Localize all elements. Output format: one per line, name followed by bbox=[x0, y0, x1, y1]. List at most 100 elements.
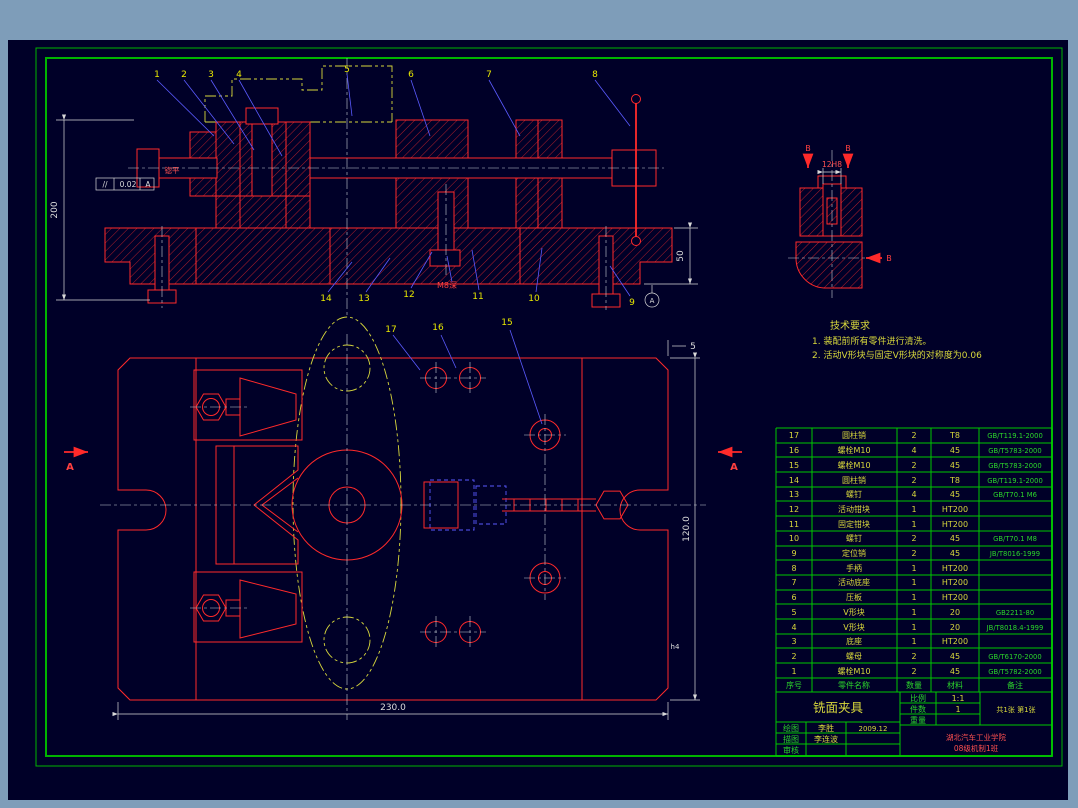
bom-cell: 2 bbox=[911, 652, 916, 661]
callout-number: 14 bbox=[320, 294, 332, 304]
bom-cell: 1 bbox=[911, 520, 916, 529]
callout-number: 7 bbox=[486, 70, 492, 80]
bom-cell: 螺栓M10 bbox=[837, 666, 870, 676]
bom-cell: 20 bbox=[950, 608, 960, 617]
drawn-name: 李胜 bbox=[818, 723, 834, 733]
bom-cell: 45 bbox=[950, 652, 960, 661]
callout-number: 1 bbox=[154, 70, 160, 80]
bom-cell: 10 bbox=[789, 534, 799, 543]
bom-cell: 1 bbox=[911, 637, 916, 646]
bom-cell: 4 bbox=[791, 623, 796, 632]
section-label-right: A bbox=[730, 462, 738, 473]
bom-cell: 1 bbox=[911, 608, 916, 617]
detail-view: 12H8 B B B bbox=[788, 144, 892, 298]
drawn-label: 绘图 bbox=[783, 723, 799, 733]
bom-cell: 1 bbox=[911, 578, 916, 587]
bom-cell: 7 bbox=[791, 578, 796, 587]
callout-number: 5 bbox=[344, 65, 350, 75]
bom-cell: 螺钉 bbox=[846, 489, 862, 499]
bom-cell: 1 bbox=[911, 593, 916, 602]
bom-cell: 固定钳块 bbox=[838, 519, 870, 529]
bom-cell: JB/T8016-1999 bbox=[989, 550, 1040, 558]
bom-cell: 螺钉 bbox=[846, 533, 862, 543]
bom-cell: 45 bbox=[950, 667, 960, 676]
part-name: 铣面夹具 bbox=[813, 700, 864, 715]
callout-number: 6 bbox=[408, 70, 414, 80]
dim-front-height: 200 bbox=[50, 201, 60, 218]
callout-number: 13 bbox=[358, 294, 369, 304]
bom-cell: 1 bbox=[791, 667, 796, 676]
traced-name: 李连波 bbox=[814, 734, 838, 744]
org-name: 湖北汽车工业学院 bbox=[946, 732, 1006, 742]
bom-cell: 定位销 bbox=[842, 548, 866, 558]
checked-label: 审核 bbox=[783, 745, 799, 755]
tech-req-title: 技术要求 bbox=[830, 319, 870, 332]
dim-chamfer: 5 bbox=[690, 342, 696, 352]
tech-req-line: 2. 活动V形块与固定V形块的对称度为0.06 bbox=[812, 349, 982, 361]
tol-symbol: // bbox=[102, 180, 108, 189]
detail-label: B bbox=[886, 254, 892, 263]
bom-cell: 1 bbox=[911, 564, 916, 573]
section-label-left: A bbox=[66, 462, 74, 473]
callout-number: 10 bbox=[528, 294, 540, 304]
callout-number: 12 bbox=[403, 290, 414, 300]
tol-datum: A bbox=[145, 180, 151, 189]
finish-mark: h4 bbox=[671, 643, 680, 651]
bom-cell: GB/T70.1 M6 bbox=[993, 491, 1037, 499]
bom-cell: GB/T5782-2000 bbox=[988, 668, 1041, 676]
bom-cell: T8 bbox=[949, 476, 960, 485]
bom-cell: 活动底座 bbox=[838, 577, 870, 587]
callout-number: 4 bbox=[236, 70, 242, 80]
bom-cell: GB/T6170-2000 bbox=[988, 653, 1041, 661]
bom-cell: 6 bbox=[791, 593, 796, 602]
dim-front-width: 50 bbox=[676, 250, 686, 262]
bom-cell: 螺母 bbox=[846, 651, 862, 661]
bom-cell: 14 bbox=[789, 476, 799, 485]
bom-cell: 11 bbox=[789, 520, 799, 529]
bom-cell: 2 bbox=[911, 431, 916, 440]
tech-req-line: 1. 装配前所有零件进行清洗。 bbox=[812, 335, 931, 347]
bom-cell: V形块 bbox=[843, 622, 864, 632]
dim-plan-width: 230.0 bbox=[380, 703, 406, 713]
plan-view: A A 230.0 120.0 5 h4 17 16 15 bbox=[64, 316, 742, 720]
weight-label: 重量 bbox=[910, 715, 926, 725]
bom-cell: 17 bbox=[789, 431, 799, 440]
bom-cell: 45 bbox=[950, 534, 960, 543]
drawing-frame bbox=[35, 47, 1063, 767]
qty-value: 1 bbox=[955, 705, 960, 714]
bom-cell: 压板 bbox=[846, 592, 862, 602]
bom-header: 材料 bbox=[947, 680, 963, 690]
front-view: 200 50 // 0.02 A 锪平 A 1 2 3 4 5 6 7 8 14 bbox=[50, 58, 698, 316]
thread-callout: M8深 bbox=[437, 281, 457, 290]
bom-cell: 圆柱销 bbox=[842, 475, 866, 485]
bom-cell: GB/T119.1-2000 bbox=[987, 477, 1043, 485]
detail-label: B bbox=[845, 144, 851, 153]
bom-cell: 2 bbox=[911, 534, 916, 543]
bom-cell: HT200 bbox=[942, 578, 968, 587]
bom-cell: 3 bbox=[791, 637, 796, 646]
bom-cell: GB2211-80 bbox=[996, 609, 1034, 617]
callout-number: 16 bbox=[432, 323, 444, 333]
callout-number: 15 bbox=[501, 318, 512, 328]
bom-cell: 1 bbox=[911, 623, 916, 632]
bom-cell: HT200 bbox=[942, 505, 968, 514]
bom-cell: 16 bbox=[789, 446, 799, 455]
callout-number: 9 bbox=[629, 298, 635, 308]
bom-cell: 2 bbox=[911, 549, 916, 558]
bom-header: 零件名称 bbox=[838, 680, 870, 690]
drawn-date: 2009.12 bbox=[859, 725, 888, 733]
bom-cell: HT200 bbox=[942, 637, 968, 646]
tech-requirements: 技术要求 1. 装配前所有零件进行清洗。 2. 活动V形块与固定V形块的对称度为… bbox=[812, 319, 982, 361]
bom-cell: 2 bbox=[911, 476, 916, 485]
callout-number: 8 bbox=[592, 70, 598, 80]
bom-cell: HT200 bbox=[942, 520, 968, 529]
bom-header: 备注 bbox=[1007, 680, 1023, 690]
callout-number: 2 bbox=[181, 70, 187, 80]
bom-cell: 45 bbox=[950, 461, 960, 470]
bom-cell: 15 bbox=[789, 461, 799, 470]
callout-number: 17 bbox=[385, 325, 396, 335]
bom-cell: HT200 bbox=[942, 564, 968, 573]
bom-cell: 活动钳块 bbox=[838, 504, 870, 514]
